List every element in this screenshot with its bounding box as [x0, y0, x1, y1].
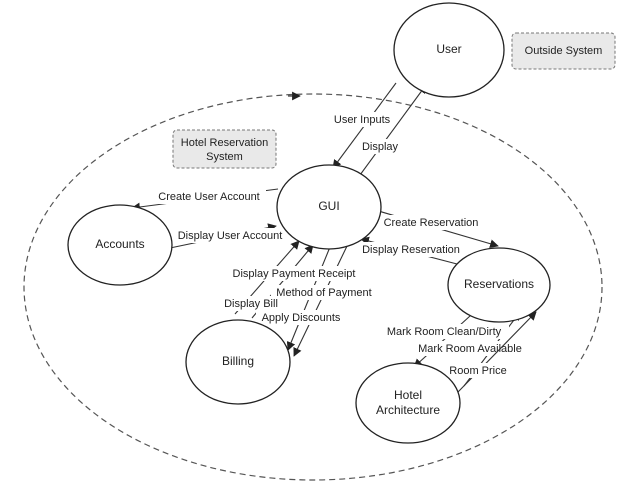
hotel-system-note: Hotel Reservation System: [172, 129, 277, 169]
label-create-reservation: Create Reservation: [384, 217, 479, 229]
label-method-of-payment: Method of Payment: [276, 287, 371, 299]
node-user[interactable]: User: [393, 2, 505, 98]
node-hotel-architecture[interactable]: Hotel Architecture: [355, 362, 461, 444]
hotel-system-label-line1: Hotel Reservation: [181, 137, 268, 149]
label-mark-room-available: Mark Room Available: [418, 343, 522, 355]
system-boundary: [23, 91, 603, 481]
label-display-reservation: Display Reservation: [362, 244, 460, 256]
node-hotel-architecture-label-line2: Architecture: [376, 403, 440, 417]
label-room-price: Room Price: [449, 365, 506, 377]
label-display-bill: Display Bill: [224, 298, 278, 310]
node-billing-label: Billing: [222, 354, 254, 368]
outside-system-label: Outside System: [525, 45, 603, 57]
label-apply-discounts: Apply Discounts: [262, 312, 341, 324]
node-accounts[interactable]: Accounts: [67, 204, 173, 286]
node-billing[interactable]: Billing: [185, 319, 291, 405]
node-reservations[interactable]: Reservations: [447, 247, 551, 323]
node-user-label: User: [436, 42, 461, 56]
label-display-payment-receipt: Display Payment Receipt: [233, 268, 356, 280]
label-user-inputs: User Inputs: [334, 114, 391, 126]
flow-room-price-group: Room Price: [445, 311, 537, 393]
flow-room-price: [457, 311, 537, 393]
flow-display: [359, 84, 427, 176]
label-display-user-account: Display User Account: [178, 230, 283, 242]
label-display: Display: [362, 141, 399, 153]
label-mark-room-clean-dirty: Mark Room Clean/Dirty: [387, 326, 502, 338]
flow-labels: User Inputs Display Create User Account …: [153, 112, 528, 356]
node-reservations-label: Reservations: [464, 277, 534, 291]
label-create-user-account: Create User Account: [158, 191, 260, 203]
node-gui[interactable]: GUI: [276, 164, 382, 250]
node-accounts-label: Accounts: [95, 237, 144, 251]
hotel-system-label-line2: System: [206, 151, 243, 163]
node-gui-label: GUI: [318, 199, 339, 213]
outside-system-note: Outside System: [511, 32, 616, 70]
node-hotel-architecture-label-line1: Hotel: [394, 388, 422, 402]
